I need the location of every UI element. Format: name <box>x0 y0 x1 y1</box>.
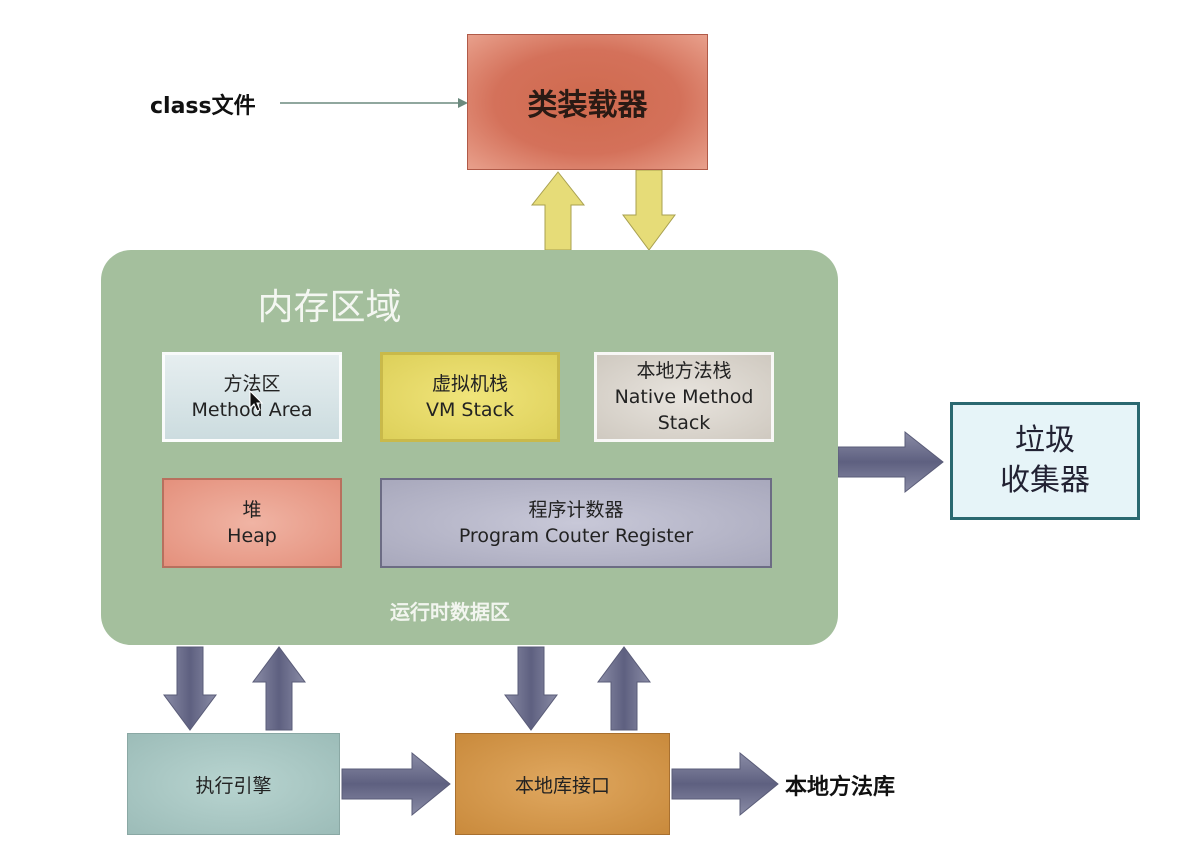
class-loader-box: 类装载器 <box>467 34 708 170</box>
native-stack-en1: Native Method <box>614 386 754 408</box>
program-counter-zh: 程序计数器 <box>528 499 624 521</box>
class-loader-label: 类装载器 <box>527 88 648 123</box>
vm-stack-en: VM Stack <box>425 399 515 421</box>
native-interface-label: 本地库接口 <box>514 774 610 797</box>
method-area-box: 方法区 Method Area <box>162 352 342 442</box>
engine-up-arrow <box>252 646 306 731</box>
execution-engine-box: 执行引擎 <box>127 733 340 835</box>
engine-down-arrow <box>163 646 217 731</box>
native-interface-box: 本地库接口 <box>455 733 670 835</box>
interface-up-arrow <box>597 646 651 731</box>
gc-arrow <box>837 430 944 494</box>
native-stack-zh: 本地方法栈 <box>636 360 732 382</box>
heap-zh: 堆 <box>242 499 262 521</box>
class-file-label: class文件 <box>150 94 256 119</box>
loader-down-arrow <box>622 169 676 251</box>
program-counter-box: 程序计数器 Program Couter Register <box>380 478 772 568</box>
vm-stack-box: 虚拟机栈 VM Stack <box>380 352 560 442</box>
engine-to-interface-arrow <box>341 751 451 817</box>
memory-area-title-text: 内存区域 <box>257 287 402 328</box>
runtime-data-area-label: 运行时数据区 <box>390 600 510 624</box>
method-area-zh: 方法区 <box>223 373 281 395</box>
memory-area-title: 内存区域 <box>101 278 838 330</box>
class-file-arrow <box>280 98 468 108</box>
loader-up-arrow <box>530 171 586 251</box>
heap-en: Heap <box>227 525 277 547</box>
native-stack-en2: Stack <box>657 412 711 434</box>
interface-to-library-arrow <box>671 751 779 817</box>
heap-box: 堆 Heap <box>162 478 342 568</box>
interface-down-arrow <box>504 646 558 731</box>
garbage-collector-box: 垃圾 收集器 <box>950 402 1140 520</box>
gc-line2: 收集器 <box>1000 463 1090 498</box>
execution-engine-label: 执行引擎 <box>195 774 272 797</box>
native-library-label: 本地方法库 <box>785 775 896 800</box>
memory-area-container <box>101 250 838 645</box>
program-counter-en: Program Couter Register <box>458 525 694 547</box>
method-area-en: Method Area <box>191 399 313 421</box>
native-method-stack-box: 本地方法栈 Native Method Stack <box>594 352 774 442</box>
gc-line1: 垃圾 <box>1015 423 1075 458</box>
vm-stack-zh: 虚拟机栈 <box>431 373 508 395</box>
